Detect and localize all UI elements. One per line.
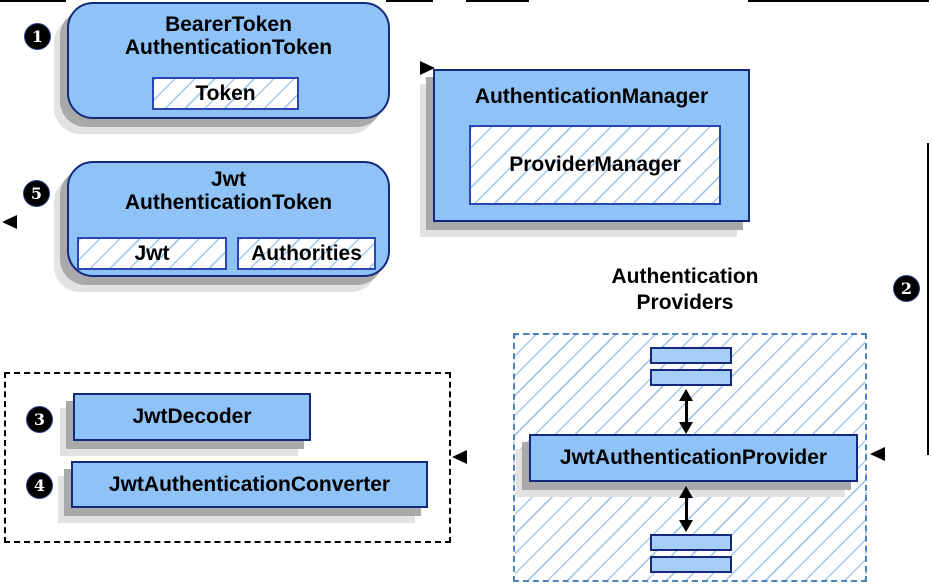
jwt-token-node-title: Jwt AuthenticationToken xyxy=(69,163,388,214)
jwt-authentication-converter-label: JwtAuthenticationConverter xyxy=(108,472,391,496)
authentication-manager-title: AuthenticationManager xyxy=(474,85,709,108)
bearer-token-title-line2: AuthenticationToken xyxy=(124,36,333,59)
jwt-authentication-provider-node: JwtAuthenticationProvider xyxy=(529,434,858,482)
manager-to-provider-line-top xyxy=(748,0,929,2)
step-3-badge: 3 xyxy=(27,407,52,432)
authentication-providers-label: Authentication Providers xyxy=(585,264,785,316)
step-1-badge: 1 xyxy=(25,24,50,49)
jwt-token-title-line1: Jwt xyxy=(210,168,246,191)
bearer-token-node-title: BearerToken AuthenticationToken xyxy=(69,4,388,59)
step-4-badge: 4 xyxy=(27,473,52,498)
provider-manager-chip-label: ProviderManager xyxy=(509,153,681,176)
token-chip-label: Token xyxy=(195,81,256,105)
manager-to-provider-line-vertical xyxy=(927,143,929,455)
arrow-right-icon xyxy=(420,61,435,75)
other-provider-bar xyxy=(650,369,732,386)
double-arrow-vertical-icon xyxy=(678,486,694,532)
jwt-authentication-converter-node: JwtAuthenticationConverter xyxy=(71,461,428,508)
jwt-authentication-provider-label: JwtAuthenticationProvider xyxy=(559,446,828,469)
jwt-chip-label: Jwt xyxy=(134,241,170,265)
authentication-manager-node: AuthenticationManager ProviderManager xyxy=(433,69,750,222)
manager-to-provider-line-bottom xyxy=(884,0,929,2)
arrow-left-icon xyxy=(452,450,467,464)
authorities-chip-label: Authorities xyxy=(251,241,362,265)
double-arrow-vertical-icon xyxy=(678,389,694,434)
outgoing-response-line xyxy=(16,0,66,2)
provider-manager-chip: ProviderManager xyxy=(469,125,721,205)
authorities-chip: Authorities xyxy=(237,237,376,270)
other-provider-bar xyxy=(650,347,732,364)
bearer-token-authentication-token-node: BearerToken AuthenticationToken Token xyxy=(67,2,390,119)
provider-to-decoder-line xyxy=(466,0,529,2)
other-provider-bar xyxy=(650,556,732,573)
step-2-badge: 2 xyxy=(894,276,919,301)
manager-to-jwt-token-line xyxy=(386,0,433,2)
bearer-token-title-line1: BearerToken xyxy=(165,13,292,36)
arrow-left-icon xyxy=(2,215,17,229)
providers-label-line2: Providers xyxy=(636,291,734,314)
decoder-converter-container xyxy=(4,372,451,543)
jwt-decoder-node: JwtDecoder xyxy=(73,393,311,441)
arrow-left-icon xyxy=(870,447,885,461)
jwt-authentication-token-node: Jwt AuthenticationToken Jwt Authorities xyxy=(67,161,390,277)
other-provider-bar xyxy=(650,534,732,551)
jwt-chip: Jwt xyxy=(77,237,227,270)
step-5-badge: 5 xyxy=(24,181,49,206)
token-chip: Token xyxy=(152,77,299,110)
providers-label-line1: Authentication xyxy=(611,265,759,288)
jwt-token-title-line2: AuthenticationToken xyxy=(124,191,333,214)
jwt-decoder-label: JwtDecoder xyxy=(132,405,252,428)
